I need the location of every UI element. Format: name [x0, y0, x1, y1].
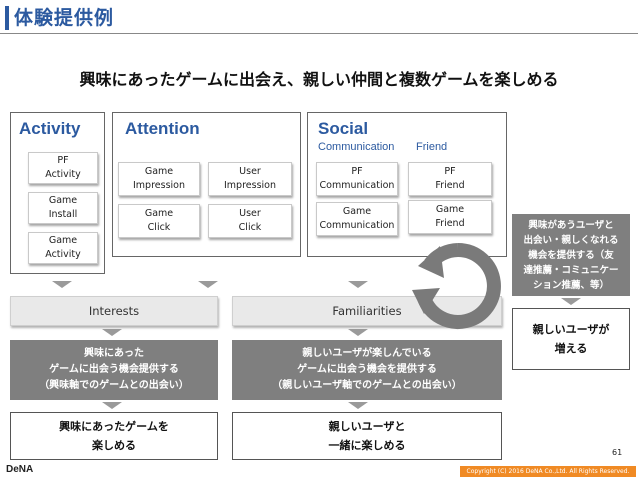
chevron-down-icon — [348, 402, 368, 409]
game-impression-box: Game Impression — [118, 162, 200, 196]
user-click-box: User Click — [208, 204, 292, 238]
headline: 興味にあったゲームに出会え、親しい仲間と複数ゲームを楽しめる — [79, 70, 559, 89]
game-friend-box: Game Friend — [408, 200, 492, 234]
cycle-arrow-icon — [412, 243, 501, 329]
pf-communication-box: PF Communication — [316, 162, 398, 196]
page-title: 体験提供例 — [14, 7, 115, 29]
game-activity-box: Game Activity — [28, 232, 98, 264]
page-number: 61 — [612, 448, 623, 457]
interest-result-box: 興味にあったゲームを 楽しめる — [10, 412, 218, 460]
chevron-down-icon — [52, 281, 72, 288]
activity-label: Activity — [19, 119, 81, 138]
interests-bar: Interests — [10, 296, 218, 326]
game-install-box: Game Install — [28, 192, 98, 224]
familiar-result-box: 親しいユーザと 一緒に楽しめる — [232, 412, 502, 460]
social-label: Social — [318, 119, 369, 138]
chevron-down-icon — [198, 281, 218, 288]
title-divider — [0, 33, 638, 34]
chevron-down-icon — [102, 329, 122, 336]
game-click-box: Game Click — [118, 204, 200, 238]
user-impression-box: User Impression — [208, 162, 292, 196]
side-result-box: 親しいユーザが 増える — [512, 308, 630, 370]
familiar-opportunity-box: 親しいユーザが楽しんでいる ゲームに出会う機会を提供する （親しいユーザ軸でのゲ… — [232, 340, 502, 400]
game-communication-box: Game Communication — [316, 202, 398, 236]
interest-opportunity-box: 興味にあった ゲームに出会う機会提供する （興味軸でのゲームとの出会い） — [10, 340, 218, 400]
dena-logo: DeNA — [6, 464, 34, 475]
copyright-bar: Copyright (C) 2016 DeNA Co.,Ltd. All Rig… — [460, 466, 636, 477]
chevron-down-icon — [348, 329, 368, 336]
pf-friend-box: PF Friend — [408, 162, 492, 196]
communication-label: Communication — [318, 141, 395, 153]
title-accent — [5, 6, 9, 30]
friend-label: Friend — [416, 141, 448, 153]
title-bar: 体験提供例 — [0, 0, 638, 38]
pf-activity-box: PF Activity — [28, 152, 98, 184]
chevron-down-icon — [348, 281, 368, 288]
attention-label: Attention — [125, 119, 200, 138]
chevron-down-icon — [102, 402, 122, 409]
side-opportunity-box: 興味があうユーザと 出会い・親しくなれる 機会を提供する（友 達推薦・コミュニケ… — [512, 214, 630, 296]
chevron-down-icon — [561, 298, 581, 305]
